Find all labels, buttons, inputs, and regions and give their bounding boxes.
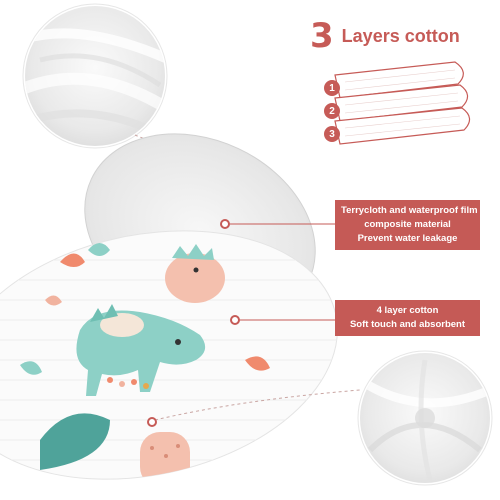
terry-fabric-closeup: [22, 3, 168, 149]
callout-terrycloth: Terrycloth and waterproof film composite…: [335, 200, 480, 250]
layer-badge-2: 2: [324, 103, 340, 119]
feature-title: 3 Layers cotton: [310, 18, 460, 54]
layer-stack-diagram: [334, 61, 471, 145]
layer-badge-1: 1: [324, 80, 340, 96]
layer-badge-3: 3: [324, 126, 340, 142]
callout-line: 4 layer cotton: [376, 305, 439, 316]
bib-front-print: [0, 230, 360, 487]
callout-line: Prevent water leakage: [357, 233, 458, 244]
muslin-fabric-closeup: [357, 350, 493, 486]
feature-title-text: Layers cotton: [341, 25, 460, 46]
layer-count-number: 3: [310, 16, 334, 56]
callout-cotton: 4 layer cotton Soft touch and absorbent: [335, 300, 480, 336]
callout-line: Soft touch and absorbent: [349, 319, 466, 330]
callout-line: composite material: [364, 219, 451, 230]
mint-dino-graphic: [76, 304, 206, 396]
pink-dino-graphic: [165, 244, 225, 303]
callout-line: Terrycloth and waterproof film: [341, 205, 478, 216]
